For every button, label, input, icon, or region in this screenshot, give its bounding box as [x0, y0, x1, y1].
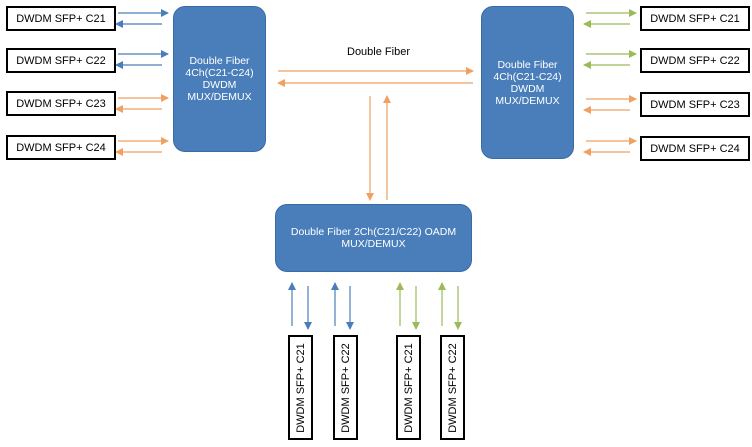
oadm-mux-demux: Double Fiber 2Ch(C21/C22) OADM MUX/DEMUX — [275, 204, 472, 272]
right-mux-line-2: 4Ch(C21-C24) — [493, 70, 562, 83]
bottom-sfp-c22-b: DWDM SFP+ C22 — [440, 335, 465, 440]
right-sfp-c24: DWDM SFP+ C24 — [640, 136, 750, 161]
bottom-sfp-c22-b-label: DWDM SFP+ C22 — [446, 342, 459, 433]
bottom-sfp-c21-b-label: DWDM SFP+ C21 — [402, 342, 415, 433]
double-fiber-label: Double Fiber — [347, 46, 410, 58]
left-mux-line-3: DWDM — [202, 79, 237, 91]
left-sfp-c22: DWDM SFP+ C22 — [6, 48, 116, 73]
bottom-sfp-c21-a-label: DWDM SFP+ C21 — [294, 342, 307, 433]
right-mux-line-3: DWDM — [510, 82, 545, 95]
bottom-sfp-c22-a: DWDM SFP+ C22 — [333, 335, 358, 440]
right-mux-line-1: Double Fiber — [497, 58, 558, 71]
right-sfp-c21: DWDM SFP+ C21 — [640, 6, 750, 31]
left-sfp-c23-label: DWDM SFP+ C23 — [16, 97, 106, 110]
bottom-sfp-c21-b: DWDM SFP+ C21 — [396, 335, 421, 440]
left-mux-line-1: Double Fiber — [189, 55, 250, 67]
left-sfp-c23: DWDM SFP+ C23 — [6, 91, 116, 116]
oadm-trunk-arrows — [366, 95, 391, 201]
left-sfp-c21: DWDM SFP+ C21 — [6, 6, 116, 31]
oadm-line-2: MUX/DEMUX — [341, 238, 406, 250]
bottom-arrows — [288, 282, 462, 330]
right-mux-line-4: MUX/DEMUX — [495, 94, 560, 107]
left-mux-demux: Double Fiber 4Ch(C21-C24) DWDM MUX/DEMUX — [173, 6, 266, 152]
left-sfp-c22-label: DWDM SFP+ C22 — [16, 54, 106, 67]
right-mux-demux: Double Fiber 4Ch(C21-C24) DWDM MUX/DEMUX — [481, 6, 574, 159]
right-sfp-c22-label: DWDM SFP+ C22 — [650, 54, 740, 67]
right-arrows — [583, 9, 637, 156]
bottom-sfp-c21-a: DWDM SFP+ C21 — [288, 335, 313, 440]
left-mux-line-4: MUX/DEMUX — [187, 91, 252, 103]
left-arrows — [115, 9, 169, 156]
bottom-sfp-c22-a-label: DWDM SFP+ C22 — [339, 342, 352, 433]
right-sfp-c23: DWDM SFP+ C23 — [640, 92, 750, 117]
right-sfp-c21-label: DWDM SFP+ C21 — [650, 12, 740, 25]
right-sfp-c23-label: DWDM SFP+ C23 — [650, 98, 740, 111]
right-sfp-c22: DWDM SFP+ C22 — [640, 48, 750, 73]
left-mux-line-2: 4Ch(C21-C24) — [185, 67, 254, 79]
right-sfp-c24-label: DWDM SFP+ C24 — [650, 142, 740, 155]
left-sfp-c24-label: DWDM SFP+ C24 — [16, 141, 106, 154]
left-sfp-c21-label: DWDM SFP+ C21 — [16, 12, 106, 25]
left-sfp-c24: DWDM SFP+ C24 — [6, 135, 116, 160]
trunk-arrows — [277, 67, 474, 87]
oadm-line-1: Double Fiber 2Ch(C21/C22) OADM — [290, 226, 457, 238]
